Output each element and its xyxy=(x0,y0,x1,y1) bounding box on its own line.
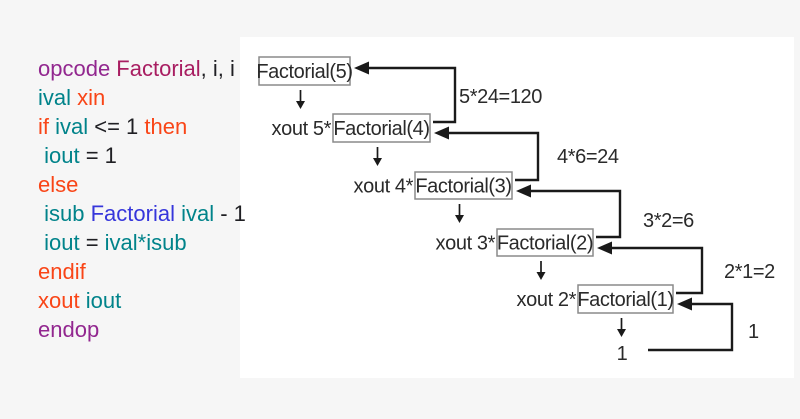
code-line: if ival <= 1 then xyxy=(38,112,246,141)
code-token: opcode xyxy=(38,56,111,81)
return-arrowhead xyxy=(516,184,531,198)
return-connector xyxy=(648,302,734,352)
code-token: isub xyxy=(38,201,85,226)
code-token: = 1 xyxy=(79,143,117,168)
code-line: else xyxy=(38,170,246,199)
code-token: iout xyxy=(79,288,122,313)
call-box-label: Factorial(3) xyxy=(415,176,511,198)
return-value-label: 4*6=24 xyxy=(557,146,619,168)
code-token: ival xyxy=(174,201,215,226)
return-value-label: 5*24=120 xyxy=(459,86,542,108)
call-box xyxy=(258,56,351,86)
call-box xyxy=(332,113,431,143)
call-box xyxy=(577,284,674,314)
code-token: endif xyxy=(38,259,86,284)
return-arrowhead xyxy=(354,61,369,75)
code-line: isub Factorial ival - 1 xyxy=(38,199,246,228)
code-token: else xyxy=(38,172,79,197)
call-box-label: Factorial(4) xyxy=(333,118,429,140)
code-line: endif xyxy=(38,257,246,286)
xout-prefix-label: xout 2* xyxy=(517,289,577,311)
return-connector xyxy=(609,246,704,295)
code-token: ival xyxy=(49,114,89,139)
return-connector xyxy=(528,189,622,239)
return-arrowhead xyxy=(677,297,692,311)
return-value-label: 2*1=2 xyxy=(724,261,775,283)
xout-prefix-label: xout 5* xyxy=(272,118,332,140)
code-token: Factorial xyxy=(84,201,175,226)
code-line: ival xin xyxy=(38,83,246,112)
code-token: ival*isub xyxy=(104,230,187,255)
code-line: opcode Factorial, i, i xyxy=(38,54,246,83)
return-value-label: 1 xyxy=(748,321,759,343)
code-line: iout = 1 xyxy=(38,141,246,170)
xout-prefix-label: xout 3* xyxy=(436,233,496,255)
base-value-label: 1 xyxy=(617,343,628,365)
down-arrow xyxy=(373,158,382,166)
code-token: ival xyxy=(38,85,72,110)
code-token: endop xyxy=(38,317,100,342)
code-token: = xyxy=(79,230,105,255)
call-box-label: Factorial(5) xyxy=(256,61,352,83)
down-arrow xyxy=(455,215,464,223)
return-arrowhead xyxy=(597,241,612,255)
code-line: xout iout xyxy=(38,286,246,315)
call-box xyxy=(496,228,594,257)
return-arrowhead xyxy=(434,126,449,140)
code-token: Factorial xyxy=(110,56,201,81)
down-arrow xyxy=(296,101,305,109)
return-value-label: 3*2=6 xyxy=(643,210,694,232)
code-token: - 1 xyxy=(214,201,246,226)
down-arrow xyxy=(617,329,626,337)
code-token: , i, i xyxy=(200,56,235,81)
call-box xyxy=(414,171,513,200)
return-connector xyxy=(366,66,457,124)
code-line: endop xyxy=(38,315,246,344)
code-token: if xyxy=(38,114,49,139)
code-line: iout = ival*isub xyxy=(38,228,246,257)
code-token: iout xyxy=(38,143,80,168)
code-token: <= 1 xyxy=(88,114,145,139)
code-token: iout xyxy=(38,230,80,255)
xout-prefix-label: xout 4* xyxy=(354,176,414,198)
code-token: xout xyxy=(38,288,80,313)
code-token: then xyxy=(144,114,188,139)
return-connector xyxy=(446,131,540,182)
code-token: xin xyxy=(71,85,106,110)
call-box-label: Factorial(1) xyxy=(577,289,673,311)
down-arrow xyxy=(536,272,546,280)
call-box-label: Factorial(2) xyxy=(497,233,593,255)
diagram-panel xyxy=(240,37,794,378)
